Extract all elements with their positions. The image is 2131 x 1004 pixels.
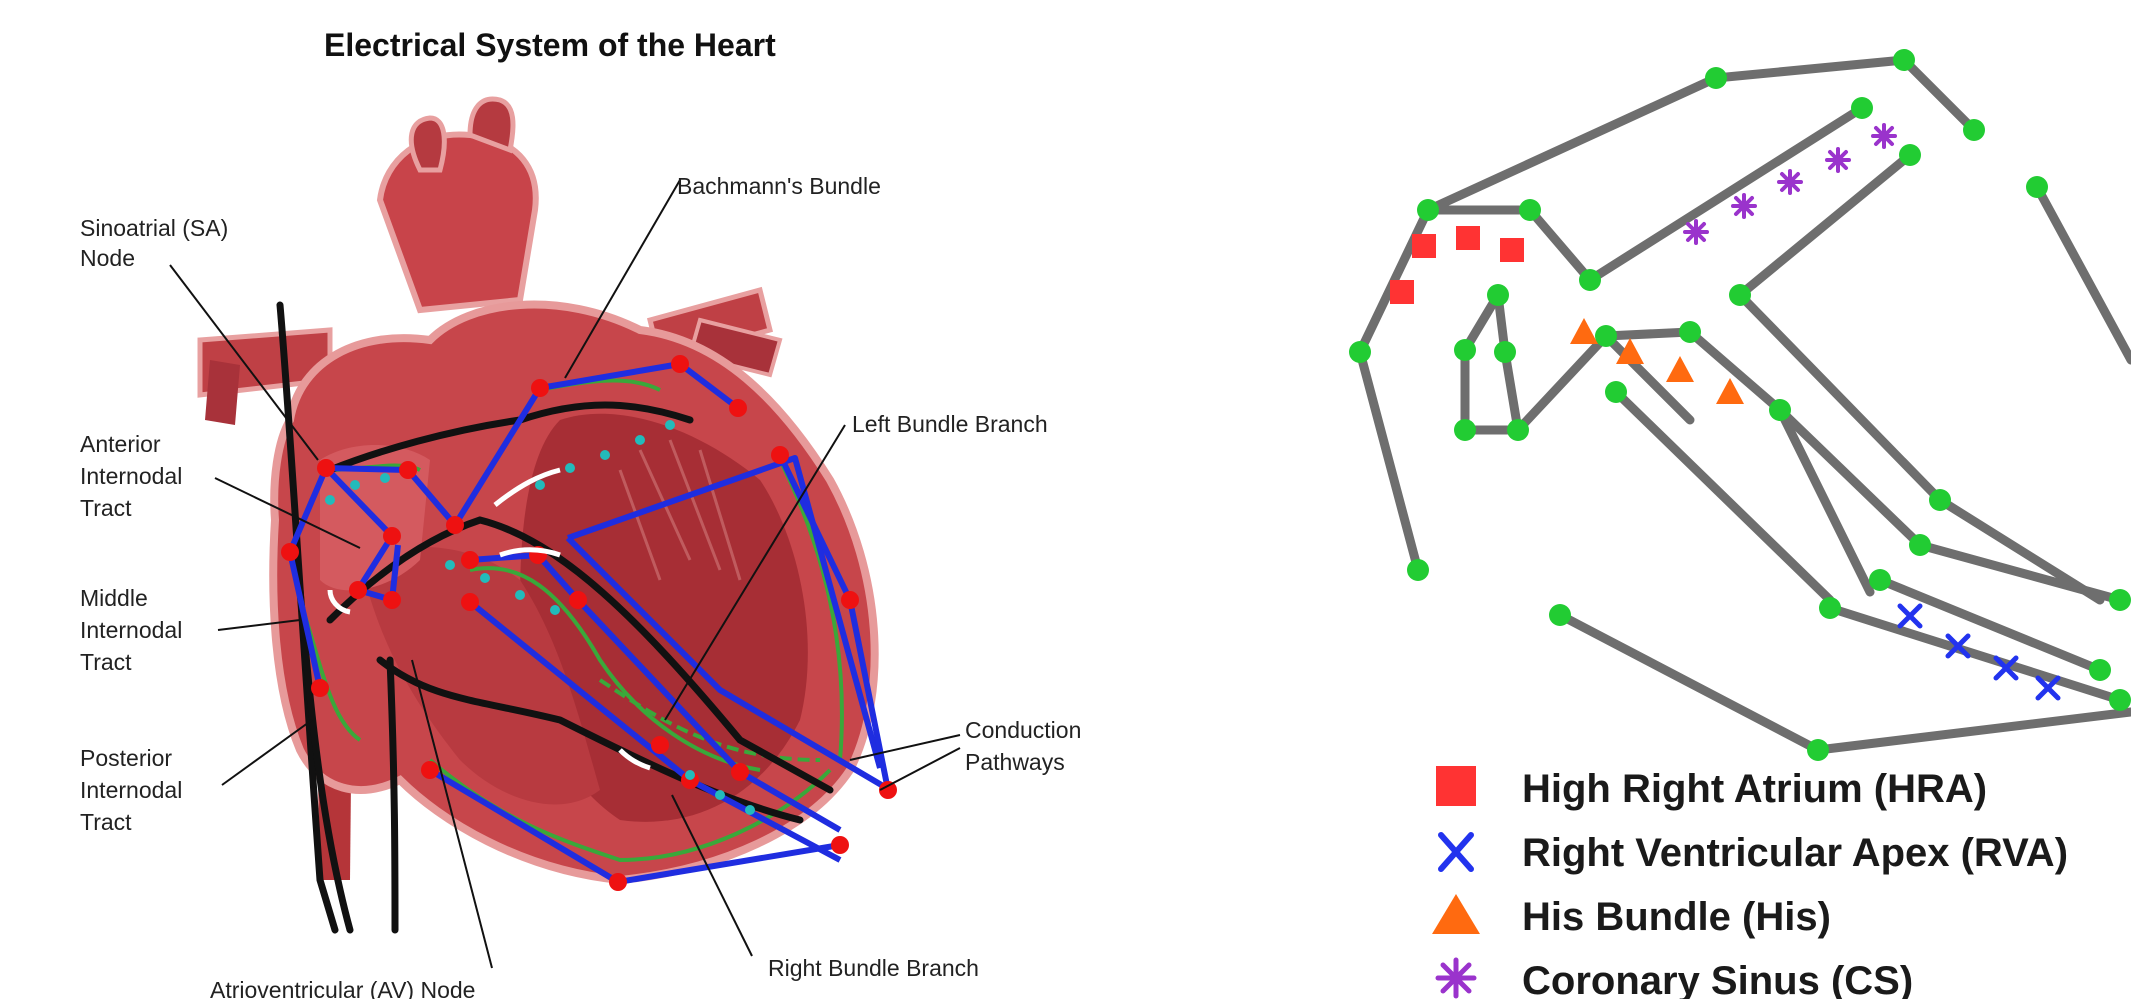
graph-node: [1595, 325, 1617, 347]
pathway-node: [383, 591, 401, 609]
hra-square-marker: [1390, 280, 1414, 304]
label-conduction-pathways: Pathways: [965, 749, 1065, 775]
graph-node: [1893, 49, 1915, 71]
pathway-node: [317, 459, 335, 477]
graph-node: [1807, 739, 1829, 761]
graph-node: [2109, 589, 2131, 611]
marker-legend: High Right Atrium (HRA) Right Ventricula…: [1432, 766, 2068, 999]
pathway-node: [831, 836, 849, 854]
label-middle-tract: Middle: [80, 585, 148, 611]
graph-node: [1769, 399, 1791, 421]
pathway-node: [569, 591, 587, 609]
graph-node: [1507, 419, 1529, 441]
cs-asterisk-marker: [1827, 149, 1849, 171]
label-left-bundle: Left Bundle Branch: [852, 411, 1048, 437]
graph-node: [1494, 341, 1516, 363]
legend-label-hra: High Right Atrium (HRA): [1522, 767, 1987, 811]
pathway-node: [446, 516, 464, 534]
pathway-node: [311, 679, 329, 697]
label-anterior-tract: Internodal: [80, 463, 182, 489]
pathway-node: [461, 593, 479, 611]
label-anterior-tract: Anterior: [80, 431, 161, 457]
label-middle-tract: Internodal: [80, 617, 182, 643]
graph-node: [1549, 604, 1571, 626]
graph-node: [1899, 144, 1921, 166]
label-bachmann: Bachmann's Bundle: [677, 173, 881, 199]
heart-illustration: [200, 99, 875, 880]
graph-node: [1349, 341, 1371, 363]
graph-node: [1579, 269, 1601, 291]
label-sa-node: Node: [80, 245, 135, 271]
legend-asterisk-icon: [1438, 960, 1474, 996]
his-triangle-marker: [1666, 356, 1694, 382]
label-posterior-tract: Posterior: [80, 745, 172, 771]
cs-asterisk-marker: [1779, 171, 1801, 193]
graph-node: [1963, 119, 1985, 141]
pathway-node: [461, 551, 479, 569]
graph-node: [1605, 381, 1627, 403]
pathway-node: [671, 355, 689, 373]
label-av-node: Atrioventricular (AV) Node: [210, 977, 475, 999]
graph-node: [1407, 559, 1429, 581]
pathway-node: [281, 543, 299, 561]
his-triangle-marker: [1716, 378, 1744, 404]
graph-node: [2026, 176, 2048, 198]
hra-square-marker: [1500, 238, 1524, 262]
graph-node: [1909, 534, 1931, 556]
cs-asterisk-marker: [1733, 195, 1755, 217]
pathway-node: [651, 736, 669, 754]
conduction-graph-panel: High Right Atrium (HRA) Right Ventricula…: [1349, 49, 2131, 999]
pathway-node: [609, 873, 627, 891]
cs-asterisk-marker: [1685, 221, 1707, 243]
pathway-node: [771, 446, 789, 464]
pathway-node: [421, 761, 439, 779]
hra-square-marker: [1412, 234, 1436, 258]
label-middle-tract: Tract: [80, 649, 132, 675]
heart-illustration-panel: Electrical System of the Heart: [80, 27, 1081, 999]
hra-square-marker: [1456, 226, 1480, 250]
legend-x-icon: [1441, 835, 1471, 869]
label-posterior-tract: Internodal: [80, 777, 182, 803]
cs-asterisk-marker: [1873, 125, 1895, 147]
legend-label-rva: Right Ventricular Apex (RVA): [1522, 831, 2068, 875]
label-sa-node: Sinoatrial (SA): [80, 215, 228, 241]
label-posterior-tract: Tract: [80, 809, 132, 835]
legend-label-cs: Coronary Sinus (CS): [1522, 959, 1913, 999]
graph-node: [1417, 199, 1439, 221]
graph-node: [2109, 689, 2131, 711]
pathway-node: [731, 763, 749, 781]
graph-edges: [1360, 60, 2131, 750]
pathway-node: [729, 399, 747, 417]
graph-node: [1851, 97, 1873, 119]
label-right-bundle: Right Bundle Branch: [768, 955, 979, 981]
graph-node: [1454, 339, 1476, 361]
label-anterior-tract: Tract: [80, 495, 132, 521]
graph-node: [1487, 284, 1509, 306]
graph-node: [1705, 67, 1727, 89]
pathway-node: [531, 379, 549, 397]
legend-square-icon: [1436, 766, 1476, 806]
graph-node: [1729, 284, 1751, 306]
graph-node: [1519, 199, 1541, 221]
label-conduction-pathways: Conduction: [965, 717, 1081, 743]
legend-triangle-icon: [1432, 894, 1480, 934]
rva-x-marker: [1900, 606, 1920, 626]
pathway-node: [349, 581, 367, 599]
graph-node: [1929, 489, 1951, 511]
cs-markers: [1685, 125, 1895, 243]
graph-node: [1679, 321, 1701, 343]
diagram-title: Electrical System of the Heart: [324, 27, 776, 63]
graph-node: [1819, 597, 1841, 619]
graph-node: [1454, 419, 1476, 441]
pathway-node: [841, 591, 859, 609]
pathway-node: [383, 527, 401, 545]
graph-node: [1869, 569, 1891, 591]
graph-node: [2089, 659, 2111, 681]
legend-label-his: His Bundle (His): [1522, 895, 1831, 939]
pathway-node: [399, 461, 417, 479]
his-triangle-marker: [1570, 318, 1598, 344]
